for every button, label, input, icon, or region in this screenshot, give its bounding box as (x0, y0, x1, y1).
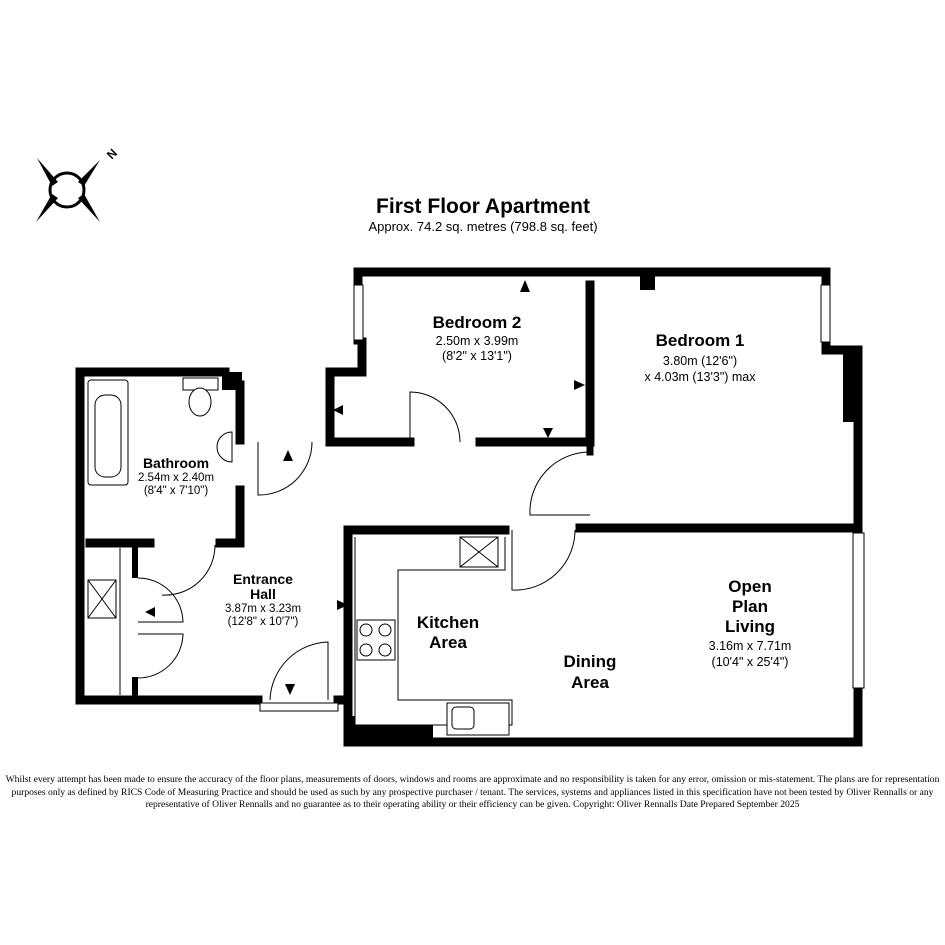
room-dimensions-imperial: (10'4" x 25'4") (712, 655, 789, 669)
room-name: Bathroom (143, 455, 209, 471)
plan-area: Approx. 74.2 sq. metres (798.8 sq. feet) (368, 219, 597, 234)
disclaimer-text: Whilst every attempt has been made to en… (5, 774, 940, 810)
walls (75, 267, 863, 747)
room-name: Living (725, 617, 775, 636)
room-name: Dining (564, 652, 617, 671)
room-name: Area (571, 673, 609, 692)
room-bedroom-1: Bedroom 1 3.80m (12'6") x 4.03m (13'3") … (644, 331, 756, 384)
compass-icon: N (36, 146, 120, 222)
room-dimensions: 2.50m x 3.99m (436, 334, 519, 348)
room-name: Entrance (233, 571, 293, 587)
room-dimensions-imperial: (12'8" x 10'7") (228, 616, 299, 628)
room-name: Kitchen (417, 613, 479, 632)
room-name: Hall (250, 586, 276, 602)
room-entrance-hall: Entrance Hall 3.87m x 3.23m (12'8" x 10'… (225, 571, 301, 628)
room-dimensions-imperial: (8'2" x 13'1") (442, 349, 512, 363)
arrow-markers (145, 280, 585, 695)
room-bathroom: Bathroom 2.54m x 2.40m (8'4" x 7'10") (138, 455, 214, 497)
bathroom-fixtures (87, 377, 233, 486)
room-dimensions: 3.16m x 7.71m (709, 639, 792, 653)
windows (259, 284, 865, 712)
toilet-icon (188, 387, 212, 417)
room-name: Bedroom 2 (433, 313, 522, 332)
room-dimensions: 3.80m (12'6") (663, 354, 737, 368)
plan-title: First Floor Apartment (376, 195, 590, 218)
room-name: Open (728, 577, 771, 596)
room-name: Plan (732, 597, 768, 616)
kitchen-fixtures (87, 536, 513, 736)
room-name: Bedroom 1 (656, 331, 745, 350)
room-dimensions: 3.87m x 3.23m (225, 603, 301, 615)
room-dining: Dining Area (564, 652, 617, 692)
compass-north-label: N (104, 146, 120, 162)
door-swings (119, 391, 591, 701)
room-bedroom-2: Bedroom 2 2.50m x 3.99m (8'2" x 13'1") (433, 313, 522, 363)
room-dimensions-imperial: x 4.03m (13'3") max (644, 370, 756, 384)
room-dimensions-imperial: (8'4" x 7'10") (144, 485, 209, 497)
basin-icon (216, 431, 233, 463)
room-kitchen: Kitchen Area (417, 613, 479, 652)
room-name: Area (429, 633, 467, 652)
room-dimensions: 2.54m x 2.40m (138, 472, 214, 484)
room-open-plan-living: Open Plan Living 3.16m x 7.71m (10'4" x … (709, 577, 792, 669)
